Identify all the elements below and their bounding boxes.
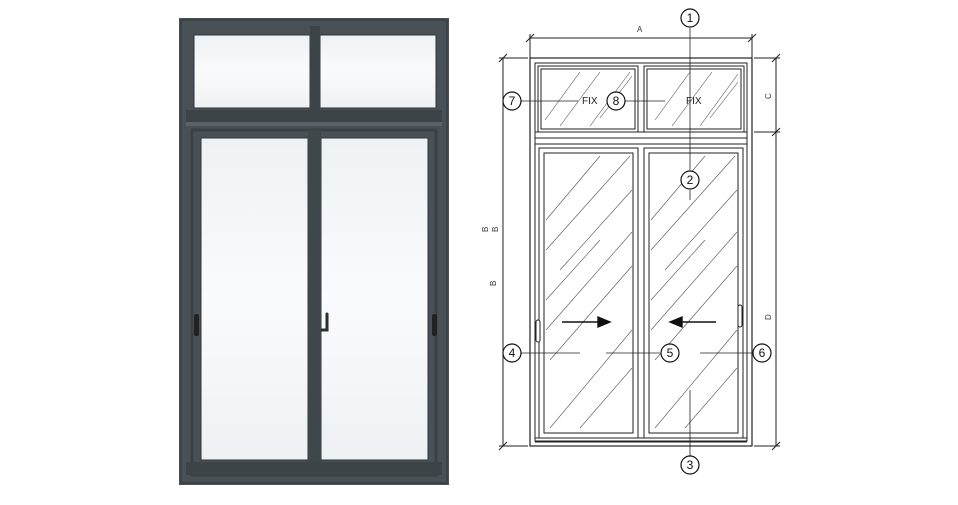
arrow-left-icon	[668, 315, 683, 329]
callout-8: 8	[606, 91, 626, 111]
svg-text:6: 6	[759, 346, 766, 360]
dimension-label-width: A	[637, 25, 643, 34]
dimension-label-door-height: D	[764, 314, 773, 320]
slide-direction-arrows	[562, 315, 716, 329]
transom-glass-left	[193, 34, 311, 109]
dimension-label-transom: C	[764, 93, 773, 99]
dimension-label-height-2: B	[491, 227, 500, 232]
svg-text:1: 1	[687, 11, 694, 25]
svg-text:2: 2	[687, 173, 694, 187]
arrow-right-icon	[597, 315, 612, 329]
svg-text:3: 3	[687, 458, 694, 472]
pull-handle-icon	[320, 312, 329, 332]
callout-5: 5	[660, 343, 680, 363]
dimension-label-height-1: B	[481, 227, 490, 232]
handle-left-icon	[194, 314, 199, 336]
glass-hatching	[544, 71, 739, 429]
fix-label-left: FIX	[582, 96, 598, 107]
fix-label-right: FIX	[686, 96, 702, 107]
svg-text:5: 5	[667, 346, 674, 360]
dimension-label-height-3: B	[489, 281, 498, 286]
callout-4: 4	[502, 343, 522, 363]
callout-1: 1	[680, 8, 700, 28]
drawing-handle-right-icon	[737, 304, 743, 328]
door-sash-right-glass	[320, 137, 429, 461]
callout-7: 7	[502, 91, 522, 111]
svg-text:4: 4	[509, 346, 516, 360]
callout-6: 6	[752, 343, 772, 363]
callout-leaders	[520, 28, 752, 456]
handle-right-icon	[432, 314, 437, 336]
callout-3: 3	[680, 455, 700, 475]
svg-text:8: 8	[613, 94, 620, 108]
door-render	[179, 18, 449, 485]
transom-glass-right	[319, 34, 437, 109]
drawing-handle-left-icon	[535, 319, 541, 343]
technical-drawing	[498, 33, 781, 451]
door-sash-left-glass	[200, 137, 309, 461]
svg-text:7: 7	[509, 94, 516, 108]
callout-2: 2	[680, 170, 700, 190]
